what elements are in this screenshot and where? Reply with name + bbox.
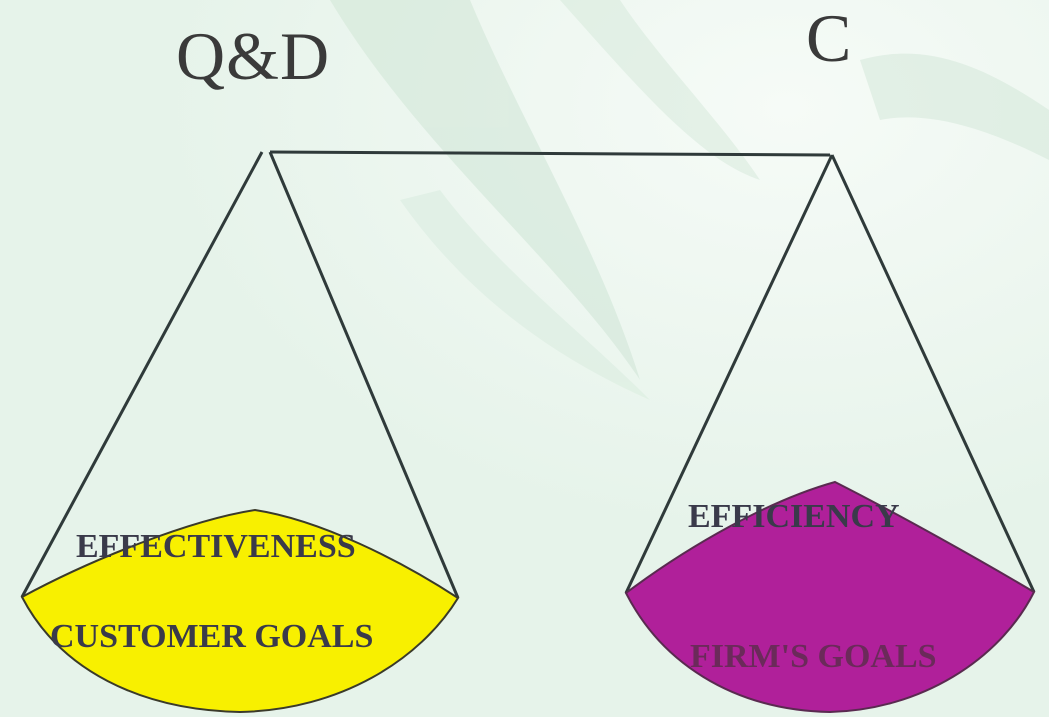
left-pan-string-inner <box>268 151 460 599</box>
right-pan-string-inner <box>624 154 834 594</box>
right-pan-top-label: EFFICIENCY <box>688 498 900 535</box>
right-pan-string-outer <box>830 154 1036 593</box>
right-heading: C <box>806 0 853 76</box>
left-pan-top-label: EFFECTIVENESS <box>76 528 356 565</box>
left-pan-string-outer <box>20 151 264 598</box>
right-pan <box>624 480 1036 714</box>
left-pan <box>20 508 460 714</box>
left-heading: Q&D <box>176 18 331 94</box>
right-pan-bottom-label: FIRM'S GOALS <box>690 638 937 675</box>
scale-beam <box>269 150 831 157</box>
left-pan-bottom-label: CUSTOMER GOALS <box>50 618 374 655</box>
background-decor <box>330 0 1049 400</box>
